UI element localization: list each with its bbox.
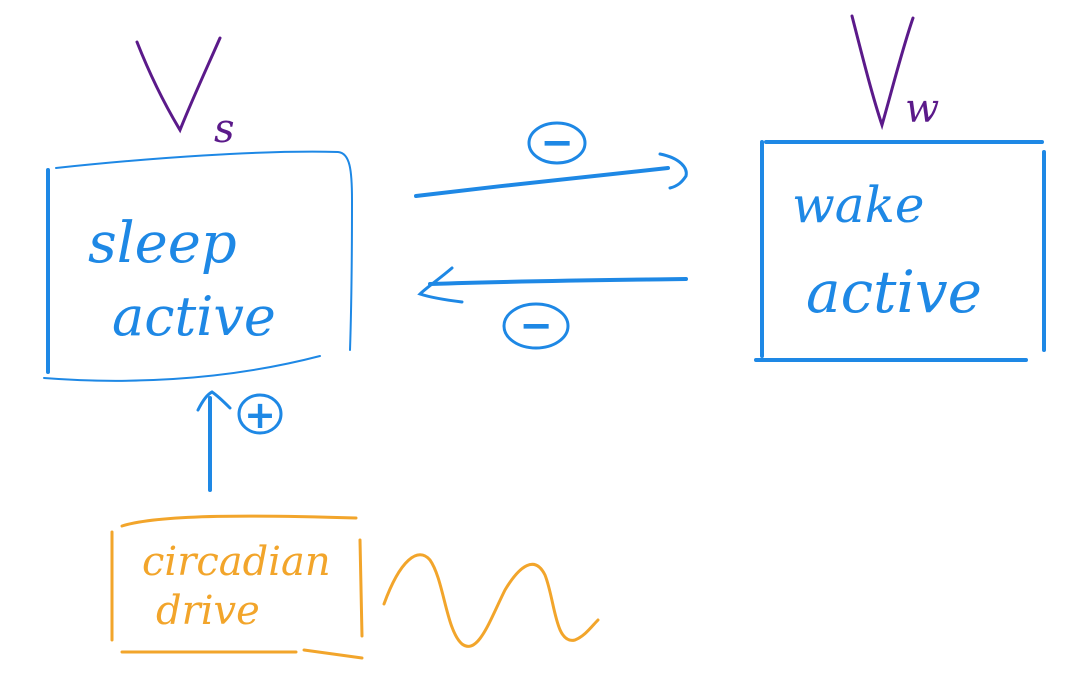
wake-label-line2: active	[806, 258, 982, 326]
sleep-box-outline	[43, 150, 354, 382]
circadian-to-sleep-arrow-head	[196, 390, 232, 412]
sleep-to-wake-inhibit-circle	[527, 121, 587, 165]
circadian-label-line1: circadian	[142, 539, 331, 585]
circadian-to-sleep-arrow: +	[196, 390, 283, 492]
sleep-label-line2: active	[112, 285, 276, 348]
wake-box-outline	[754, 140, 1046, 362]
wake-active-node: wake active	[754, 140, 1046, 362]
sleep-to-wake-sign: −	[540, 120, 574, 166]
wake-v-subscript: w	[905, 86, 939, 132]
circadian-to-sleep-sign: +	[244, 393, 276, 437]
sleep-v-stroke	[135, 36, 222, 134]
wake-to-sleep-arrow-line	[428, 277, 688, 286]
sleep-variable-symbol: V s	[132, 36, 235, 152]
wake-to-sleep-arrow: −	[417, 266, 688, 350]
wake-label-line1: wake	[792, 176, 925, 234]
circadian-excite-circle	[237, 393, 283, 435]
sleep-active-node: sleep active	[43, 150, 354, 382]
wake-variable-symbol: V w	[850, 14, 939, 132]
wake-to-sleep-inhibit-circle	[502, 302, 570, 350]
wake-to-sleep-sign: −	[519, 303, 553, 349]
circadian-box-outline	[110, 514, 364, 660]
sleep-to-wake-arrow-line	[414, 166, 670, 198]
wake-v-stroke	[850, 14, 915, 131]
sleep-to-wake-arrow-head	[658, 152, 688, 190]
sleep-label-line1: sleep	[88, 211, 237, 276]
wake-to-sleep-arrow-head	[417, 266, 464, 304]
sleep-v-label: V	[132, 129, 133, 131]
circadian-drive-node: circadian drive	[110, 514, 364, 660]
circadian-wave-icon	[382, 553, 600, 648]
sleep-to-wake-arrow: −	[414, 120, 688, 198]
wake-v-label: V	[850, 119, 851, 121]
sleep-v-subscript: s	[214, 106, 235, 152]
circadian-label-line2: drive	[156, 588, 260, 634]
